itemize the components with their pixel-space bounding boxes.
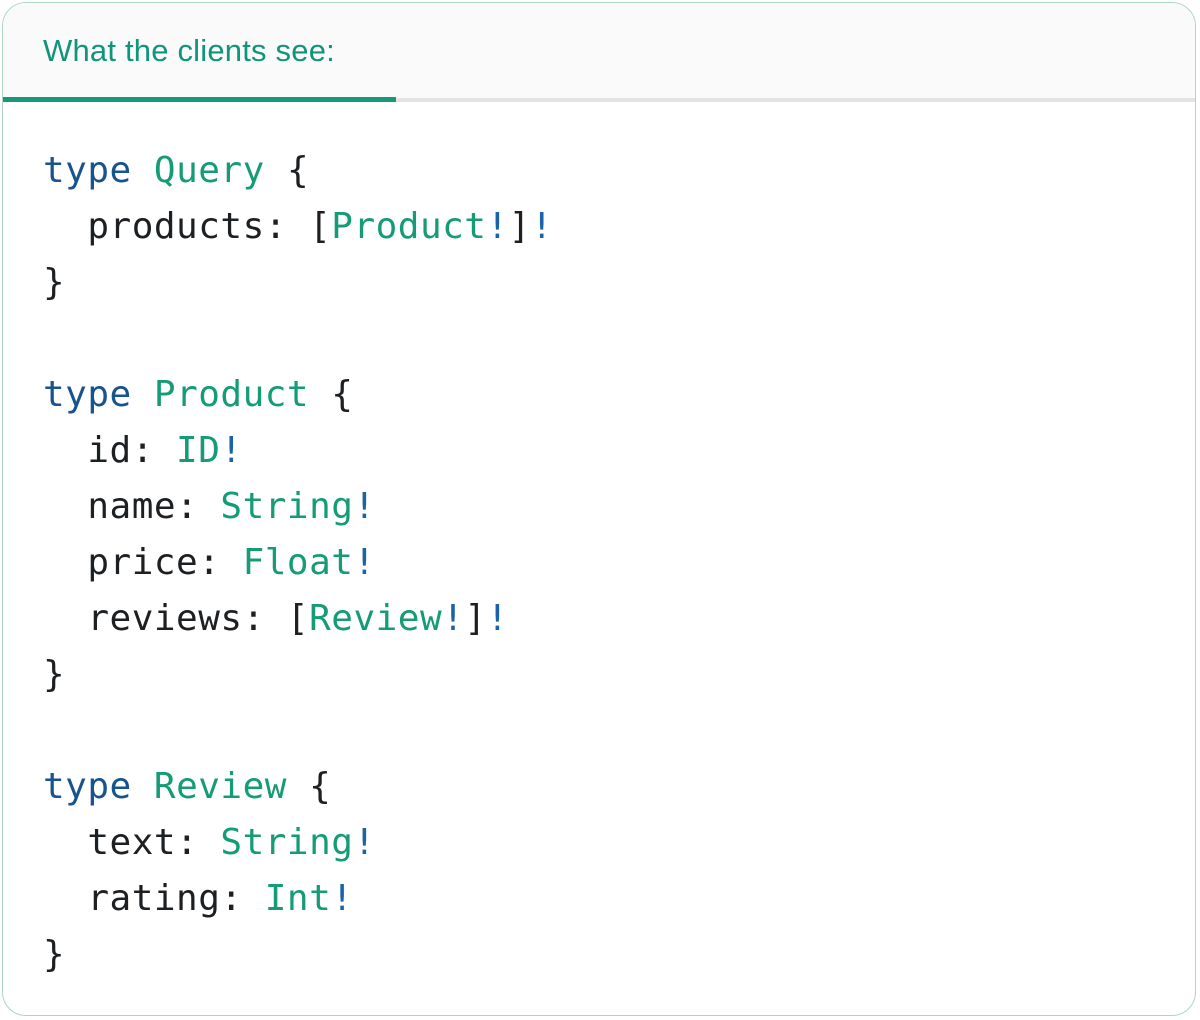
code-token-plain: price: [43, 542, 243, 583]
code-token-plain: products: [ [43, 206, 332, 247]
code-line: price: Float! [43, 535, 1165, 591]
graphql-schema-code: type Query { products: [Product!]!}type … [3, 102, 1195, 983]
code-token-bang: ! [530, 206, 554, 247]
code-token-bang: ! [331, 878, 354, 919]
code-token-plain: } [43, 262, 66, 303]
code-token-plain: ] [464, 598, 487, 639]
code-token-type: Review [309, 598, 443, 639]
code-token-plain [132, 150, 154, 191]
code-token-type: Float [242, 542, 354, 583]
code-token-plain: id: [43, 430, 177, 471]
code-line: } [43, 255, 1165, 311]
code-line: } [43, 647, 1165, 703]
code-token-bang: ! [220, 430, 243, 471]
code-token-keyword: type [43, 766, 132, 807]
code-token-plain: } [43, 654, 66, 695]
code-token-plain: ] [508, 206, 531, 247]
code-token-plain: } [43, 934, 66, 975]
code-token-keyword: type [43, 374, 132, 415]
code-line: text: String! [43, 815, 1165, 871]
code-line: products: [Product!]! [43, 199, 1165, 255]
code-token-type: Review [153, 766, 287, 807]
code-line: type Query { [43, 143, 1165, 199]
tab-clients-view-label: What the clients see: [43, 32, 335, 68]
code-token-type: String [220, 486, 354, 527]
code-token-plain [132, 766, 154, 807]
code-line: rating: Int! [43, 871, 1165, 927]
code-token-plain: reviews: [ [43, 598, 310, 639]
code-token-type: String [220, 822, 354, 863]
code-token-plain: text: [43, 822, 221, 863]
active-tab-indicator [3, 97, 396, 102]
code-token-plain: rating: [43, 878, 265, 919]
code-line: type Review { [43, 759, 1165, 815]
code-line: } [43, 927, 1165, 983]
code-line: id: ID! [43, 423, 1165, 479]
code-token-bang: ! [353, 822, 376, 863]
code-token-plain: { [309, 374, 354, 415]
code-line [43, 703, 1165, 759]
code-token-plain [132, 374, 154, 415]
code-token-bang: ! [486, 206, 509, 247]
code-token-keyword: type [43, 150, 132, 191]
code-token-bang: ! [442, 598, 465, 639]
code-token-plain: name: [43, 486, 221, 527]
code-token-type: ID [176, 430, 221, 471]
code-token-type: Query [153, 150, 265, 191]
code-token-plain: { [264, 150, 310, 191]
code-token-bang: ! [353, 486, 376, 527]
code-token-type: Int [264, 878, 332, 919]
code-token-type: Product [331, 206, 487, 247]
code-token-type: Product [153, 374, 310, 415]
code-line: type Product { [43, 367, 1165, 423]
code-line: name: String! [43, 479, 1165, 535]
code-token-plain: { [286, 766, 332, 807]
card-header: What the clients see: [3, 3, 1195, 102]
code-line: reviews: [Review!]! [43, 591, 1165, 647]
code-token-bang: ! [486, 598, 509, 639]
tab-clients-view[interactable]: What the clients see: [43, 3, 335, 98]
code-line [43, 311, 1165, 367]
code-token-bang: ! [353, 542, 376, 583]
